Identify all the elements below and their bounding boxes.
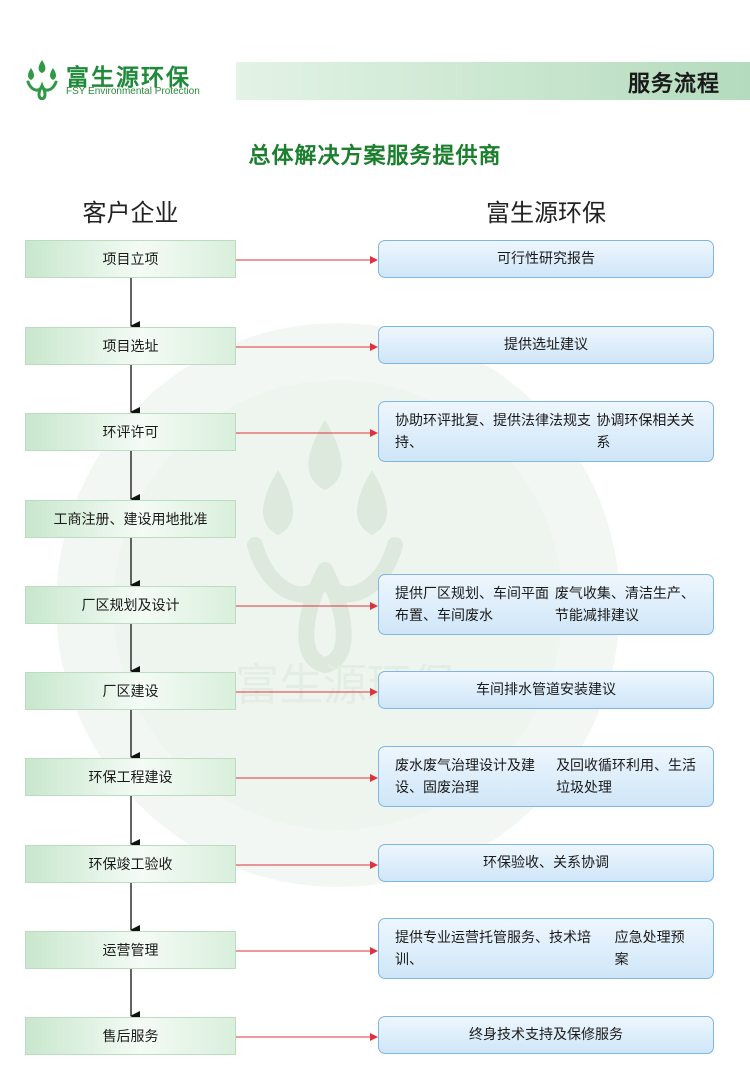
step-label: 环评许可 bbox=[102, 425, 159, 441]
step-label: 项目立项 bbox=[102, 252, 159, 268]
step-label: 环保工程建设 bbox=[88, 770, 173, 786]
service-text-line: 废水废气治理设计及建设、固废治理 bbox=[395, 757, 535, 796]
step-business-registration: 工商注册、建设用地批准 bbox=[25, 500, 236, 538]
page-header: 富生源环保 FSY Environmental Protection 服务流程 bbox=[0, 0, 750, 110]
step-operations: 运营管理 bbox=[25, 931, 236, 969]
service-text-line: 协助环评批复、提供法律法规支持、 bbox=[395, 412, 591, 451]
step-after-sales: 售后服务 bbox=[25, 1017, 236, 1055]
service-treatment-construction: 废水废气治理设计及建设、固废治理及回收循环利用、生活垃圾处理 bbox=[378, 746, 714, 807]
step-label: 厂区规划及设计 bbox=[81, 598, 180, 614]
service-text-line: 环保验收、关系协调 bbox=[483, 855, 609, 871]
step-label: 厂区建设 bbox=[102, 684, 159, 700]
step-completion-acceptance: 环保竣工验收 bbox=[25, 845, 236, 883]
service-text-line: 提供专业运营托管服务、技术培训、 bbox=[395, 929, 591, 968]
service-lifetime-support: 终身技术支持及保修服务 bbox=[378, 1016, 714, 1054]
service-drainage-advice: 车间排水管道安装建议 bbox=[378, 671, 714, 709]
service-text-line: 车间排水管道安装建议 bbox=[476, 682, 616, 698]
step-label: 售后服务 bbox=[102, 1029, 159, 1045]
logo-english-name: FSY Environmental Protection bbox=[66, 86, 200, 97]
section-title: 服务流程 bbox=[627, 72, 720, 97]
service-text-line: 提供选址建议 bbox=[504, 337, 588, 353]
company-logo: 富生源环保 FSY Environmental Protection bbox=[22, 56, 242, 102]
service-acceptance-coordination: 环保验收、关系协调 bbox=[378, 844, 714, 882]
service-plant-planning: 提供厂区规划、车间平面布置、车间废水废气收集、清洁生产、节能减排建议 bbox=[378, 574, 714, 635]
step-plant-planning: 厂区规划及设计 bbox=[25, 586, 236, 624]
service-text-line: 废气收集、清洁生产、节能减排建议 bbox=[554, 585, 695, 624]
step-env-engineering: 环保工程建设 bbox=[25, 758, 236, 796]
service-text-line: 协调环保相关关系 bbox=[596, 412, 695, 451]
watermark-logo-icon bbox=[262, 420, 388, 535]
client-column-title: 客户企业 bbox=[82, 199, 179, 227]
service-feasibility-report: 可行性研究报告 bbox=[378, 240, 714, 278]
step-site-selection: 项目选址 bbox=[25, 327, 236, 365]
service-text-line: 应急处理预案 bbox=[614, 929, 685, 968]
header-band bbox=[236, 62, 750, 100]
step-label: 项目选址 bbox=[102, 339, 159, 355]
service-text-line: 及回收循环利用、生活垃圾处理 bbox=[556, 757, 697, 796]
service-operation-hosting: 提供专业运营托管服务、技术培训、应急处理预案 bbox=[378, 918, 714, 979]
main-title: 总体解决方案服务提供商 bbox=[248, 144, 502, 169]
step-plant-construction: 厂区建设 bbox=[25, 672, 236, 710]
service-site-advice: 提供选址建议 bbox=[378, 326, 714, 364]
provider-column-title: 富生源环保 bbox=[486, 199, 606, 227]
service-text-line: 可行性研究报告 bbox=[497, 251, 595, 267]
leaf-drop-logo-icon bbox=[26, 60, 58, 100]
step-label: 环保竣工验收 bbox=[88, 857, 173, 873]
logo-chinese-name: 富生源环保 bbox=[66, 65, 191, 91]
step-label: 工商注册、建设用地批准 bbox=[53, 512, 208, 528]
step-eia-permit: 环评许可 bbox=[25, 413, 236, 451]
service-eia-support: 协助环评批复、提供法律法规支持、协调环保相关关系 bbox=[378, 401, 714, 462]
service-text-line: 提供厂区规划、车间平面布置、车间废水 bbox=[395, 585, 549, 624]
service-text-line: 终身技术支持及保修服务 bbox=[469, 1027, 623, 1043]
step-label: 运营管理 bbox=[102, 943, 159, 959]
step-project-approval: 项目立项 bbox=[25, 240, 236, 278]
